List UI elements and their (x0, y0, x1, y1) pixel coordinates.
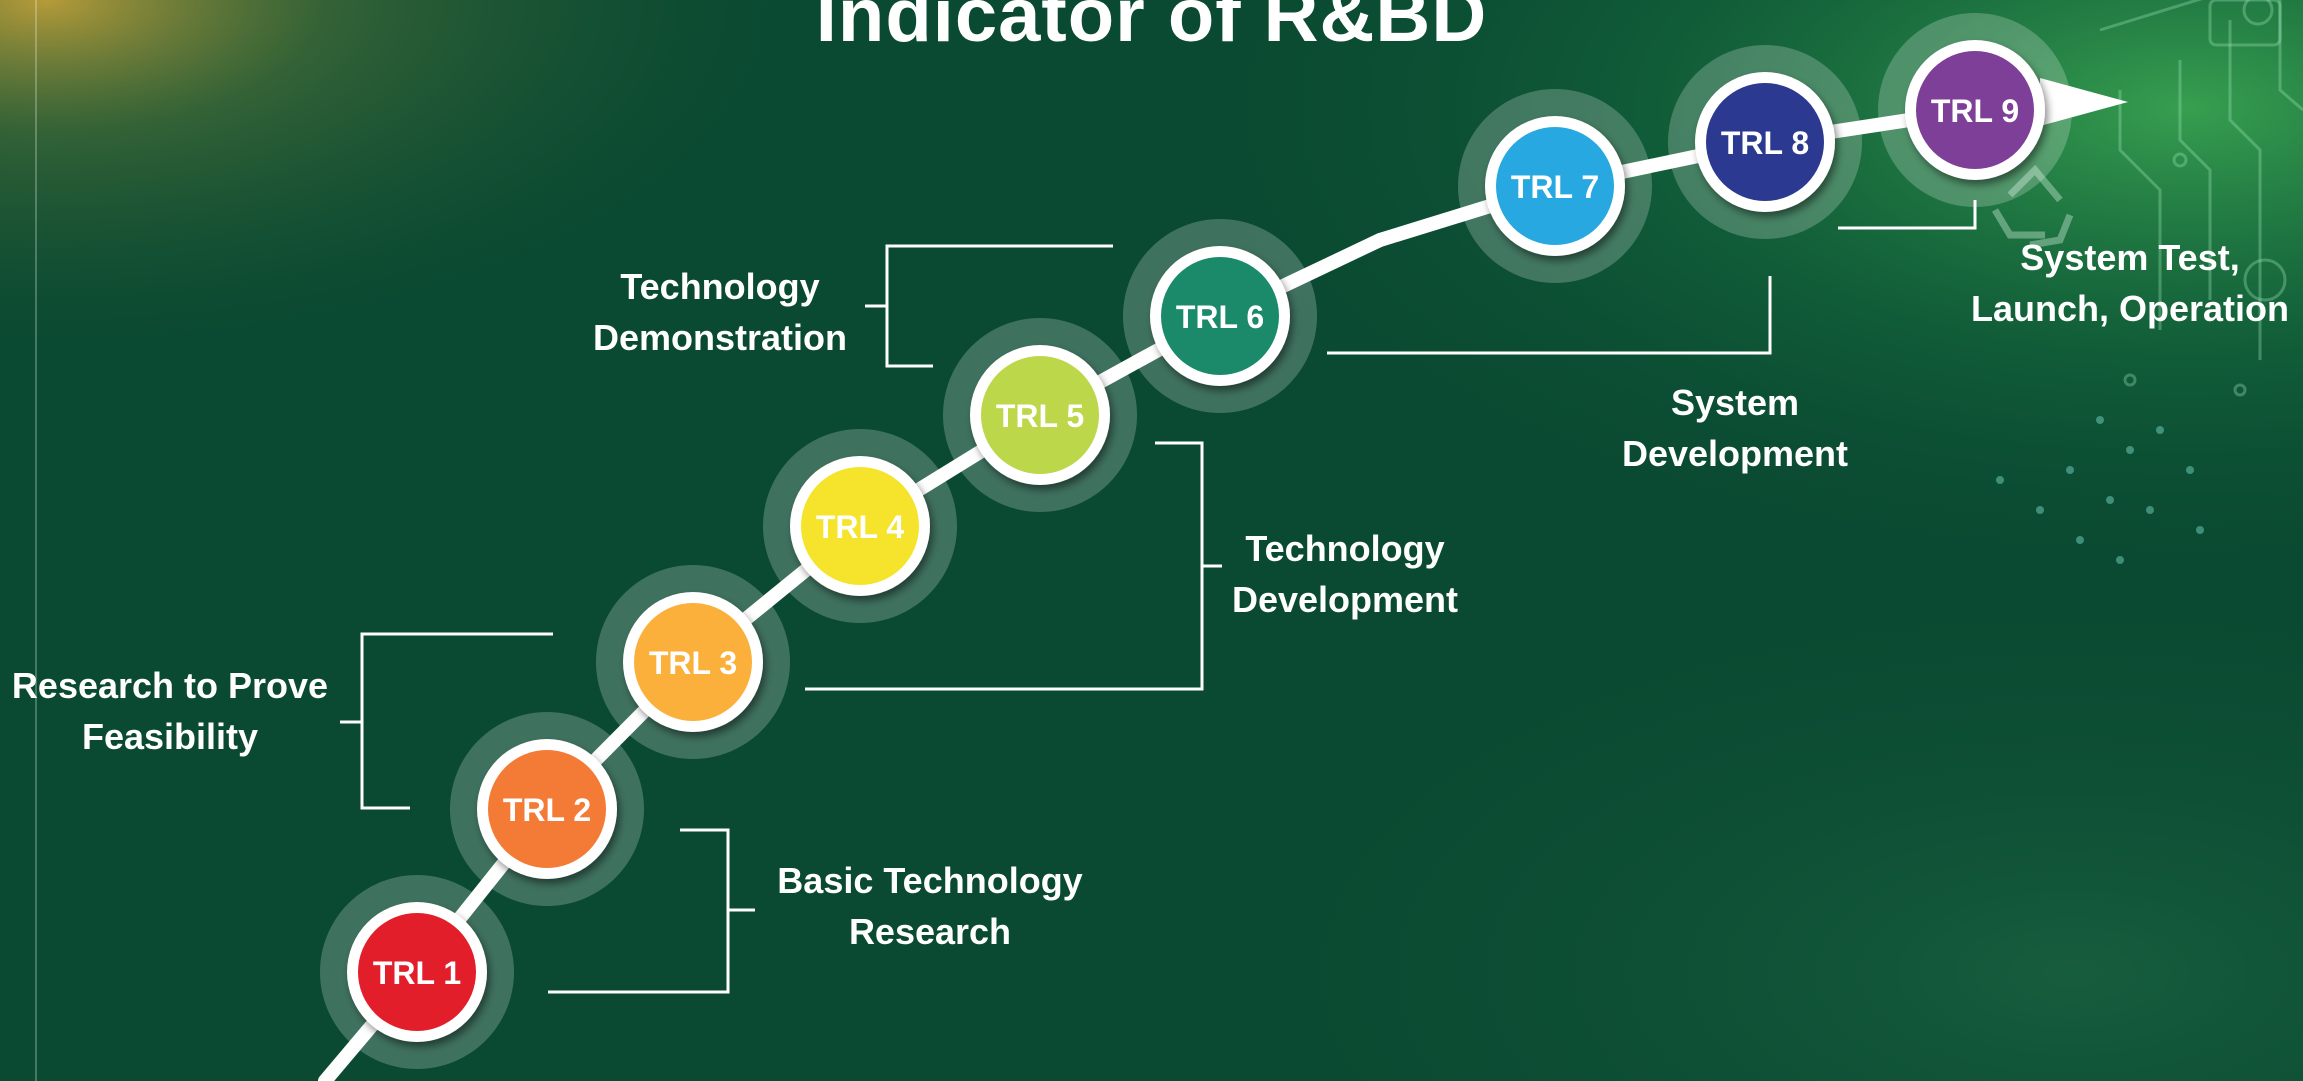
circuit-dots (1996, 416, 2204, 564)
trl-node-9: TRL 9 (1878, 13, 2072, 207)
trl-node-5: TRL 5 (943, 318, 1137, 512)
left-rule (35, 0, 37, 1081)
stage-label-system-test: System Test,Launch, Operation (1970, 237, 2290, 329)
trl-node-label: TRL 7 (1511, 169, 1599, 205)
trl-node-label: TRL 5 (996, 398, 1084, 434)
trl-node-1: TRL 1 (320, 875, 514, 1069)
trl-node-circle (1916, 51, 2034, 169)
trl-node-label: TRL 6 (1176, 299, 1264, 335)
page-title: Indicator of R&BD (815, 0, 1488, 58)
trl-node-label: TRL 2 (503, 792, 591, 828)
trl-node-circle (1496, 127, 1614, 245)
trl-node-circle (1161, 257, 1279, 375)
circuit-decoration (2099, 0, 2303, 397)
recycle-icon (1991, 164, 2074, 249)
trl-node-circle (488, 750, 606, 868)
trl-node-circle (801, 467, 919, 585)
trl-node-2: TRL 2 (450, 712, 644, 906)
trl-node-label: TRL 9 (1931, 93, 2019, 129)
trl-node-7: TRL 7 (1458, 89, 1652, 283)
arrowhead-icon (2040, 78, 2128, 126)
trl-node-label: TRL 8 (1721, 125, 1809, 161)
trl-node-3: TRL 3 (596, 565, 790, 759)
trl-node-circle (1706, 83, 1824, 201)
trl-node-4: TRL 4 (763, 429, 957, 623)
trl-node-label: TRL 1 (373, 955, 461, 991)
trl-node-8: TRL 8 (1668, 45, 1862, 239)
bracket-lines (340, 200, 1977, 994)
trl-node-label: TRL 4 (816, 509, 905, 545)
trl-node-circle (634, 603, 752, 721)
trl-node-label: TRL 3 (649, 645, 737, 681)
trl-node-circle (981, 356, 1099, 474)
trl-node-6: TRL 6 (1123, 219, 1317, 413)
trl-node-circle (358, 913, 476, 1031)
trl-nodes: TRL 1 TRL 2 TRL 3 TRL 4 TRL 5 TRL 6 TRL 7 TRL 8… (320, 13, 2072, 1069)
